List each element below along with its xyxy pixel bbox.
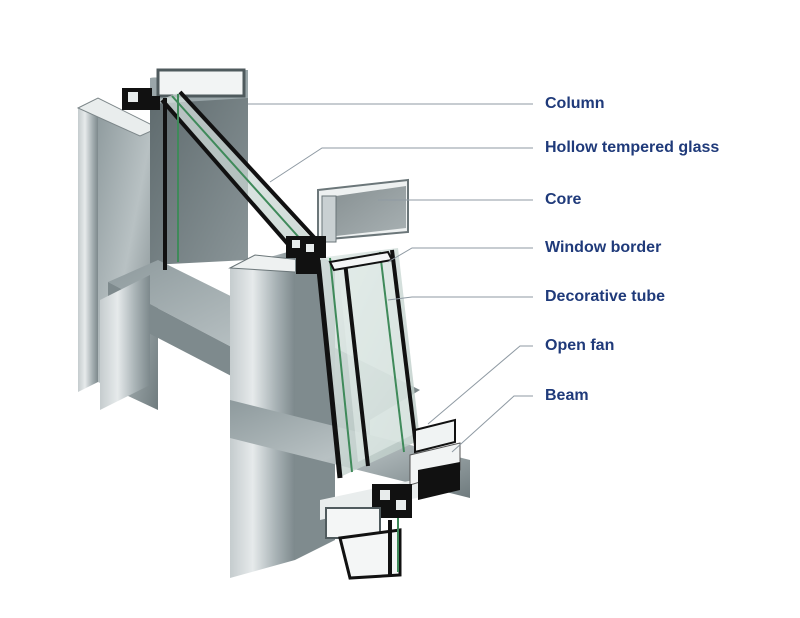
label-open-fan: Open fan bbox=[545, 337, 615, 354]
leader-open-fan bbox=[427, 345, 533, 425]
profile-top-left bbox=[122, 88, 160, 110]
leader-lines bbox=[248, 103, 533, 453]
label-beam: Beam bbox=[545, 387, 589, 404]
label-window-border: Window border bbox=[545, 239, 662, 256]
core bbox=[317, 178, 409, 243]
glass-back bbox=[160, 90, 324, 270]
column-lower bbox=[100, 275, 150, 410]
leader-beam bbox=[451, 395, 533, 453]
label-column: Column bbox=[545, 95, 605, 112]
leader-decorative-tube bbox=[387, 296, 533, 301]
window-border bbox=[315, 248, 420, 479]
profile-bottom bbox=[325, 484, 412, 580]
leader-hollow-glass bbox=[269, 147, 533, 183]
label-core: Core bbox=[545, 191, 582, 208]
column-back bbox=[150, 68, 248, 265]
label-hollow-tempered-glass: Hollow tempered glass bbox=[545, 139, 720, 156]
profile-middle bbox=[286, 236, 326, 274]
open-fan bbox=[409, 418, 461, 500]
leader-window-border bbox=[387, 247, 533, 263]
label-decorative-tube: Decorative tube bbox=[545, 288, 666, 305]
